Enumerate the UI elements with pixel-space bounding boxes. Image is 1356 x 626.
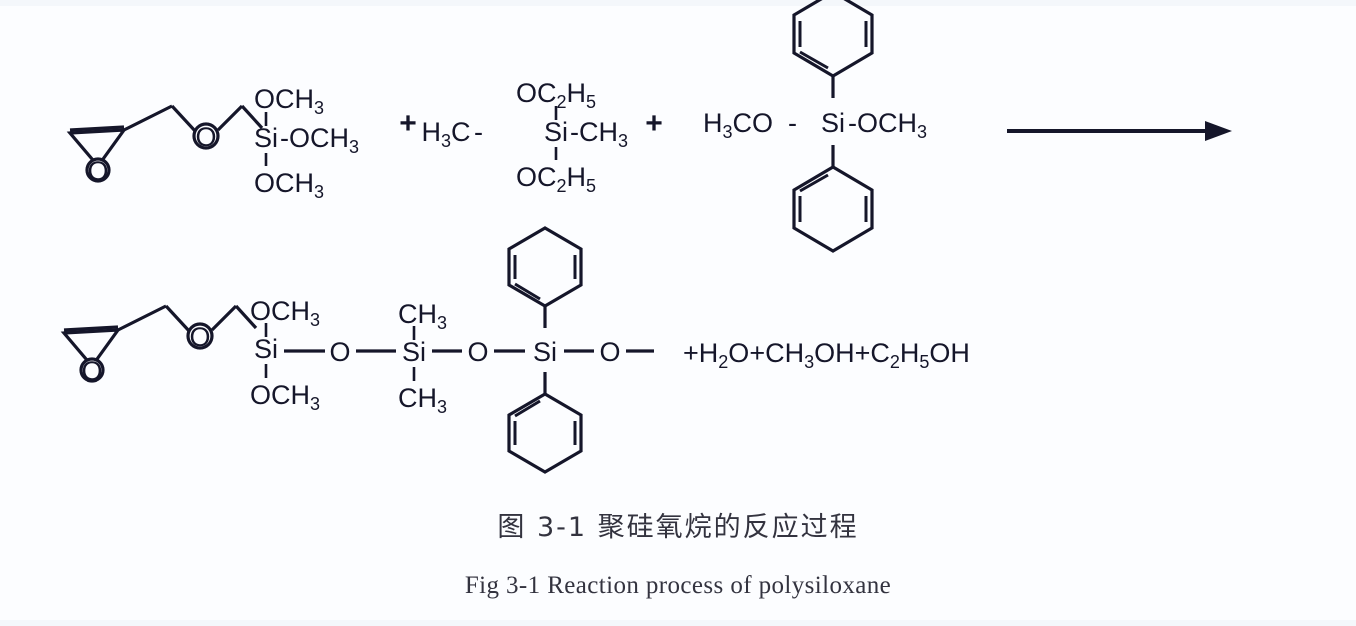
left-methyl-label-2: H3C (421, 117, 470, 151)
figure-caption-english: Fig 3-1 Reaction process of polysiloxane (464, 572, 892, 599)
byproducts-text: +H2O+CH3OH+C2H5OH (683, 338, 970, 372)
product-polysiloxane: O O Si OCH3 OCH3 O Si CH3 CH3 (60, 226, 654, 474)
left-methoxy-label-3: H3CO (703, 108, 773, 142)
bond-epoxide-ch2 (123, 104, 173, 132)
epoxide-oxygen-circle (85, 157, 111, 183)
reactant-diphenyldimethoxysilane: Si H3CO - -OCH3 (703, 0, 927, 253)
bottom-ethoxy-label-2: OC2H5 (516, 162, 596, 196)
bottom-phenyl-ring-3 (792, 165, 874, 253)
ether-oxygen-circle (192, 122, 220, 150)
top-phenyl-ring-3 (792, 0, 874, 78)
product-epoxide-oxygen-label: O (81, 356, 102, 386)
silicon-label-3: Si (821, 108, 845, 138)
product-terminal-oxygen: O (599, 337, 620, 367)
bottom-methoxy-label: OCH3 (254, 168, 324, 202)
left-dash-3: - (788, 108, 797, 138)
epoxide-top-bond (69, 125, 125, 132)
product-si1-top-methoxy: OCH3 (250, 296, 320, 330)
product-bridge-oxygen-1: O (329, 337, 350, 367)
bond-etherO-ch2-right (216, 104, 244, 132)
arrow-head-icon (1205, 121, 1232, 141)
bond-ch2-etherO-left (170, 104, 198, 134)
product-epoxide-oxygen-circle (79, 357, 105, 383)
product-bond-etherO-ch2-right (210, 304, 238, 332)
bond-ch2-si (240, 104, 264, 130)
top-methoxy-label: OCH3 (254, 84, 324, 118)
epoxide-ring (66, 128, 128, 169)
product-bottom-phenyl-ring (507, 392, 583, 474)
epoxide-oxygen-label: O (87, 156, 108, 186)
page-top-edge (0, 0, 1356, 6)
product-silicon-1: Si (254, 334, 278, 364)
right-methoxy-label-3: -OCH3 (848, 108, 927, 142)
left-dash-2: - (474, 117, 483, 147)
ether-oxygen-label: O (195, 122, 216, 152)
product-bond-ch2-si1 (234, 304, 258, 330)
product-ether-oxygen-label: O (189, 322, 210, 352)
product-silicon-3: Si (533, 337, 557, 367)
right-methoxy-label: -OCH3 (280, 123, 359, 157)
reactant-glycidoxypropyltrimethoxysilane: O O Si OCH3 -OCH3 OCH3 (66, 84, 359, 202)
silicon-label-2: Si (544, 117, 568, 147)
figure-caption-chinese: 图 3-1 聚硅氧烷的反应过程 (497, 512, 859, 543)
page-bottom-edge (0, 620, 1356, 626)
top-ethoxy-label-2: OC2H5 (516, 78, 596, 112)
silicon-label: Si (254, 123, 278, 153)
right-methyl-label-2: -CH3 (570, 117, 628, 151)
product-top-phenyl-ring (507, 226, 583, 308)
reaction-scheme: O O Si OCH3 -OCH3 OCH3 + Si H3C (60, 0, 1232, 474)
plus-sign-1: + (399, 107, 417, 140)
reactant-dimethyldiethoxysilane: Si H3C - -CH3 OC2H5 OC2H5 (421, 78, 628, 196)
product-epoxide-top-bond (63, 325, 119, 332)
plus-sign-2: + (645, 107, 663, 140)
product-bridge-oxygen-2: O (467, 337, 488, 367)
product-ether-oxygen-circle (186, 322, 214, 350)
reaction-arrow (1007, 121, 1232, 141)
product-epoxide-ring (60, 328, 122, 369)
product-si2-bottom-methyl: CH3 (398, 383, 447, 417)
product-si1-bottom-methoxy: OCH3 (250, 380, 320, 414)
product-si2-top-methyl: CH3 (398, 299, 447, 333)
product-bond-epoxide-ch2 (117, 304, 167, 332)
product-bond-ch2-etherO-left (164, 304, 192, 334)
product-silicon-2: Si (402, 337, 426, 367)
